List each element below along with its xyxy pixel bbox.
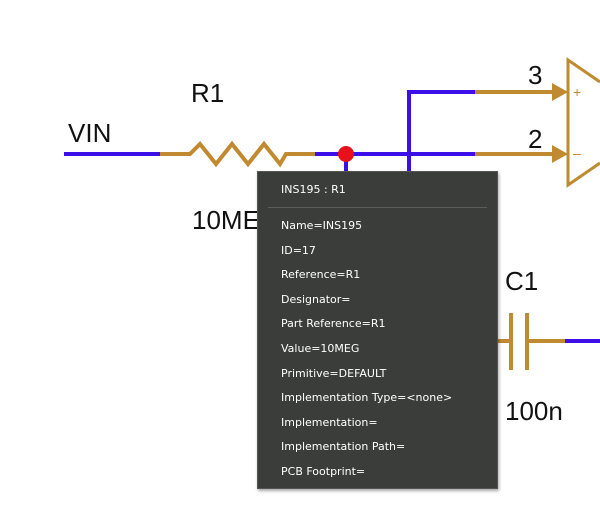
opamp-symbol[interactable]: + – (566, 57, 600, 188)
property-id: ID=17 (281, 243, 316, 257)
property-primitive: Primitive=DEFAULT (281, 366, 387, 380)
capacitor-c1-value[interactable]: 100n (505, 396, 563, 426)
part-properties-tooltip: INS195 : R1 Name=INS195 ID=17 Reference=… (257, 171, 498, 489)
property-implementation-path: Implementation Path= (281, 440, 406, 454)
property-implementation: Implementation= (281, 415, 378, 429)
property-implementation-type: Implementation Type=<none> (281, 391, 453, 405)
junction-dot[interactable] (338, 146, 354, 162)
opamp-pin-number-3: 3 (528, 60, 543, 90)
property-pcb-footprint: PCB Footprint= (281, 464, 366, 478)
net-label-vin[interactable]: VIN (68, 118, 112, 148)
capacitor-c1[interactable] (498, 313, 565, 370)
property-reference: Reference=R1 (281, 268, 361, 282)
tooltip-property-list: Name=INS195 ID=17 Reference=R1 Designato… (281, 218, 452, 489)
opamp-pin-number-2: 2 (528, 124, 543, 154)
opamp-minus-sign: – (573, 145, 581, 161)
opamp-plus-sign: + (573, 84, 581, 100)
property-part-reference: Part Reference=R1 (281, 317, 386, 331)
property-value: Value=10MEG (281, 341, 360, 355)
property-name: Name=INS195 (281, 219, 363, 232)
tooltip-title: INS195 : R1 (281, 183, 346, 196)
resistor-r1-reference[interactable]: R1 (191, 78, 225, 108)
capacitor-c1-reference[interactable]: C1 (505, 266, 539, 296)
resistor-r1[interactable] (160, 140, 315, 168)
opamp-pin3-lead[interactable] (475, 83, 568, 101)
tooltip-divider (268, 207, 487, 208)
opamp-pin2-lead[interactable] (475, 145, 568, 163)
property-designator: Designator= (281, 292, 351, 306)
